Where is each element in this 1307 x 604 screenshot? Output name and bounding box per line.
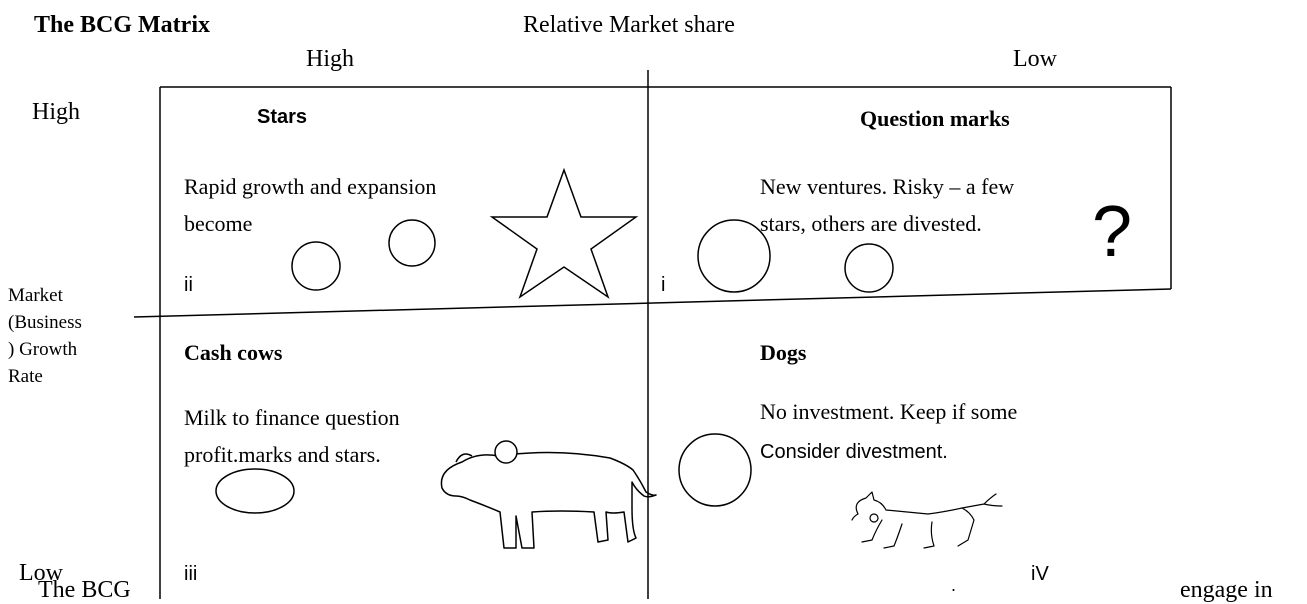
y-axis-label-line: Rate (8, 366, 43, 387)
question-mark-icon: ? (1092, 192, 1133, 272)
stars-small-circle-icon (388, 219, 436, 267)
stars-description-line: Rapid growth and expansion (184, 174, 437, 199)
footer-gap (1171, 560, 1177, 599)
x-axis-label: Relative Market share (523, 12, 735, 38)
cow-icon (440, 451, 657, 549)
footer-left-text: The BCG (38, 577, 131, 603)
cash-cow-ellipse-icon (215, 468, 295, 514)
cash-cows-description: Milk to finance question profit.marks an… (184, 399, 400, 473)
dogs-description-line: No investment. Keep if some (760, 399, 1018, 424)
cash-cows-title: Cash cows (184, 340, 283, 365)
dogs-description-line: Consider divestment. (760, 441, 948, 463)
stars-title: Stars (257, 106, 308, 128)
stars-description: Rapid growth and expansion become (184, 168, 436, 242)
stars-numeral: ii (184, 274, 193, 296)
y-axis-label-line: Market (8, 285, 63, 306)
matrix-horizontal-divider (133, 288, 1172, 318)
question-marks-title: Question marks (860, 106, 1010, 131)
question-small-circle-icon (844, 243, 894, 293)
cow-head-circle-icon (494, 440, 518, 464)
page-title: The BCG Matrix (34, 12, 210, 38)
question-marks-numeral: i (661, 274, 666, 296)
footer-right-text: engage in (1180, 577, 1273, 603)
dogs-title: Dogs (760, 340, 807, 365)
cash-cows-numeral: iii (184, 563, 198, 585)
dogs-dot: . (951, 575, 957, 595)
stars-description-line: become (184, 211, 253, 236)
stars-large-circle-icon (291, 241, 341, 291)
question-marks-description-line: New ventures. Risky – a few (760, 174, 1015, 199)
y-axis-label-line: (Business (8, 312, 82, 333)
x-axis-high-label: High (306, 46, 354, 72)
dogs-numeral: iV (1031, 563, 1049, 585)
dog-icon (851, 491, 1003, 549)
star-icon (489, 167, 639, 299)
cash-cows-description-line: Milk to finance question (184, 405, 400, 430)
cash-cows-description-line: profit.marks and stars. (184, 442, 381, 467)
question-large-circle-icon (697, 219, 771, 293)
question-marks-description: New ventures. Risky – a few stars, other… (760, 168, 1014, 242)
question-marks-description-line: stars, others are divested. (760, 211, 982, 236)
dogs-circle-icon (678, 433, 752, 507)
x-axis-low-label: Low (1013, 46, 1057, 72)
y-axis-high-label: High (32, 99, 80, 125)
y-axis-label-line: ) Growth (8, 339, 78, 360)
y-axis-label: Market (Business ) Growth Rate (8, 282, 82, 390)
y-axis-low-label: Low (19, 560, 63, 586)
